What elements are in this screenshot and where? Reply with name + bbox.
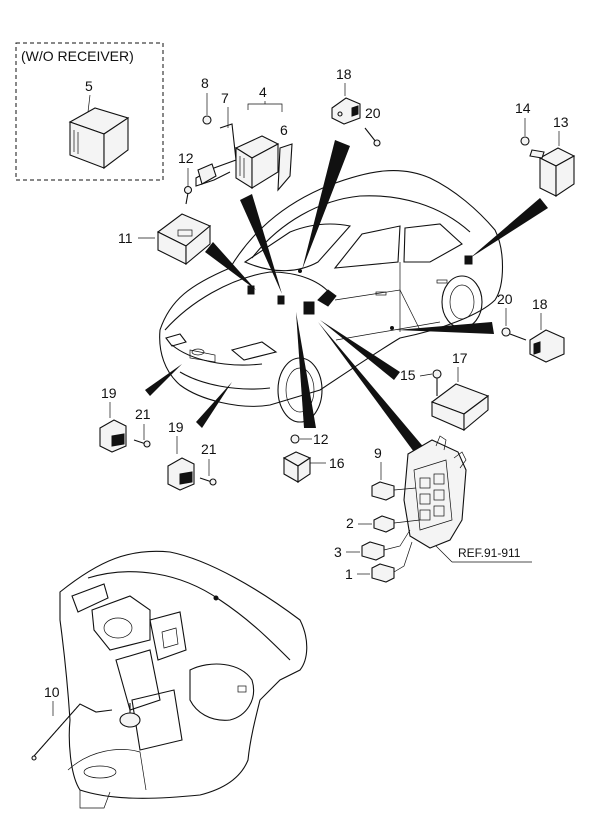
nut-14	[520, 136, 530, 146]
callout-21-center: 21	[201, 441, 217, 457]
callout-4: 4	[259, 84, 267, 100]
callout-19-left: 19	[101, 385, 117, 401]
callout-19-center: 19	[168, 419, 184, 435]
relay-9	[371, 481, 417, 501]
variant-box: (W/O RECEIVER) 5	[15, 42, 164, 181]
variant-box-border	[15, 42, 164, 181]
callout-10: 10	[44, 684, 60, 700]
callout-7: 7	[221, 90, 229, 106]
control-module-4	[234, 135, 280, 189]
callout-1: 1	[345, 566, 353, 582]
nut-8	[202, 115, 212, 125]
bolt-20-top	[364, 127, 381, 147]
bolt-12-top	[183, 168, 193, 205]
callout-20-right: 20	[497, 291, 513, 307]
callout-17: 17	[452, 350, 468, 366]
bolt-20-right	[501, 327, 527, 341]
callout-6: 6	[280, 122, 288, 138]
relay-1	[371, 541, 413, 583]
sensor-19-left	[99, 419, 127, 453]
callout-13: 13	[553, 114, 569, 130]
callout-12-top: 12	[178, 150, 194, 166]
callout-18-right: 18	[532, 296, 548, 312]
module-13	[529, 147, 576, 198]
junction-box	[403, 435, 467, 549]
callout-14: 14	[515, 100, 531, 116]
bolt-21-left	[133, 424, 151, 448]
airbag-module-17	[430, 383, 490, 432]
relay-3	[361, 529, 411, 561]
callout-21-left: 21	[135, 406, 151, 422]
callout-5: 5	[85, 78, 93, 94]
callout-3: 3	[334, 544, 342, 560]
reference-label: REF.91-911	[458, 546, 521, 560]
callout-16: 16	[329, 455, 345, 471]
callout-15: 15	[400, 367, 416, 383]
receiver-module-5	[68, 107, 130, 170]
sensor-19-center	[167, 457, 195, 491]
callout-20-top: 20	[365, 105, 381, 121]
callout-8: 8	[201, 75, 209, 91]
callout-12-bottom: 12	[313, 431, 329, 447]
pointer-wedges	[145, 140, 548, 452]
harness-10	[31, 703, 113, 761]
vehicle-body	[159, 170, 503, 423]
relay-2	[373, 515, 421, 533]
module-11	[156, 213, 212, 266]
bolt-21-center	[199, 459, 217, 486]
variant-box-caption: (W/O RECEIVER)	[21, 48, 134, 64]
bolt-15	[432, 369, 442, 396]
bracket-7	[195, 123, 237, 187]
callout-18-top: 18	[336, 66, 352, 82]
sensor-18-top	[331, 97, 361, 125]
relay-16	[282, 451, 312, 484]
bolt-12-bottom	[290, 434, 300, 444]
callout-9: 9	[374, 445, 382, 461]
dashboard	[59, 550, 308, 809]
callout-2: 2	[346, 515, 354, 531]
bracket-6	[277, 143, 293, 192]
sensor-18-right	[529, 329, 565, 363]
callout-11: 11	[118, 230, 133, 246]
